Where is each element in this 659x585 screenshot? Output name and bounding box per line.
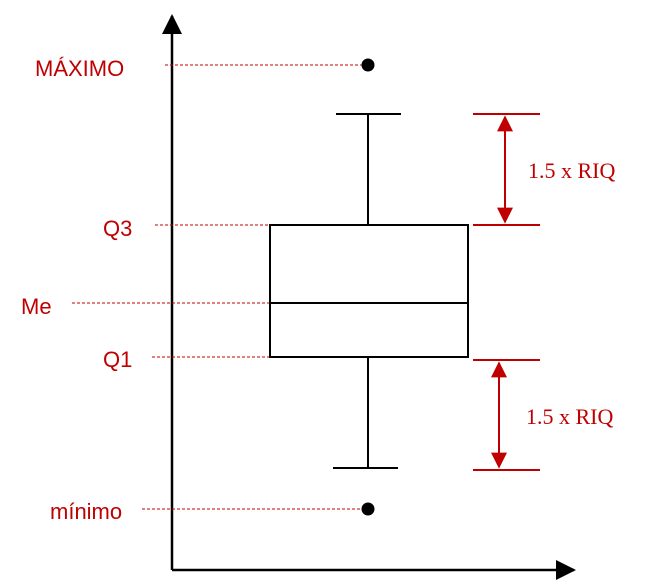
maximum-point [361,58,375,72]
iqr-box [269,224,469,358]
label-q3: Q3 [103,216,132,241]
lower-riq-label: 1.5 x RIQ [526,404,614,429]
upper-riq-label: 1.5 x RIQ [528,158,616,183]
label-q1: Q1 [103,347,132,372]
label-minimo: mínimo [50,499,122,524]
minimum-point [361,502,375,516]
label-me: Me [21,294,52,319]
label-maximo: MÁXIMO [35,56,124,81]
